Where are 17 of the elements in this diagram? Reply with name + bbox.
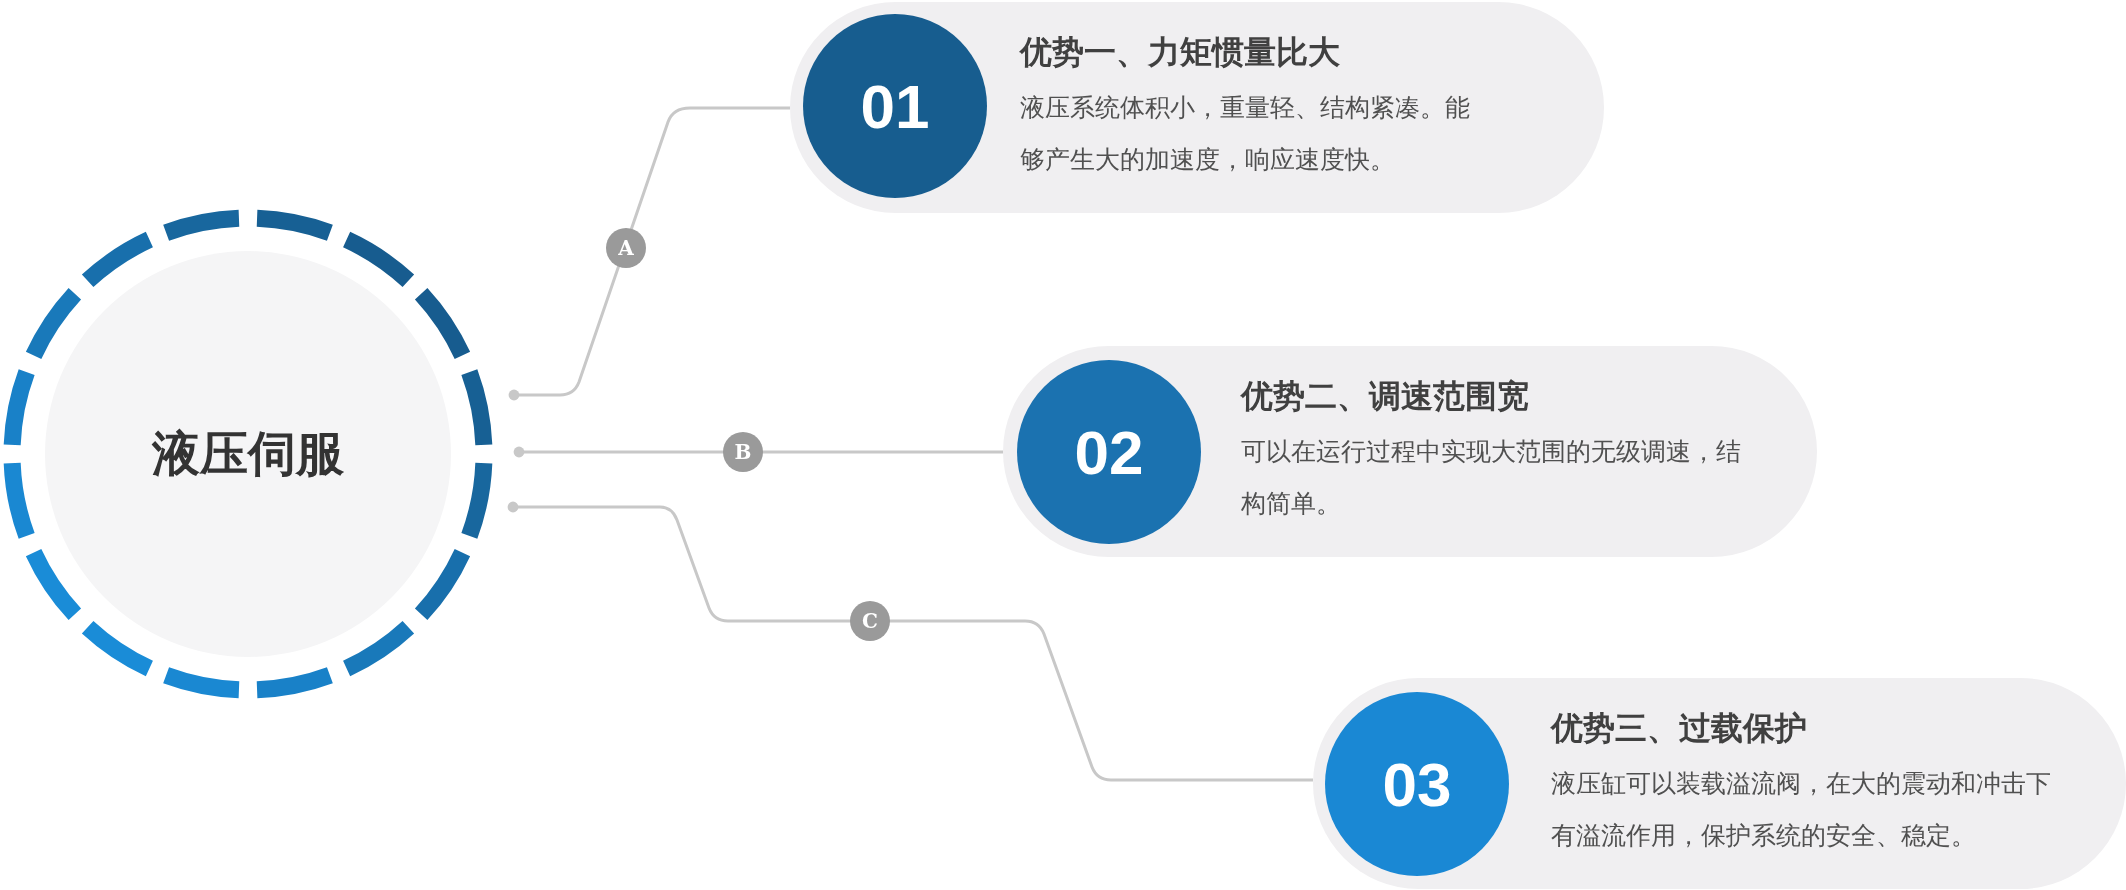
number-badge: 03 (1325, 692, 1509, 876)
info-pill (1313, 678, 2126, 889)
number-badge: 01 (803, 14, 987, 198)
description-text: 液压系统体积小，重量轻、结构紧凑。能够产生大的加速度，响应速度快。 (1020, 92, 1471, 176)
heading: 优势一、力矩惯量比大 (1020, 32, 1340, 72)
center-circle: 液压伺服 (45, 251, 451, 657)
description-text: 液压缸可以装载溢流阀，在大的震动和冲击下有溢流作用，保护系统的安全、稳定。 (1551, 768, 2052, 852)
number-badge: 02 (1017, 360, 1201, 544)
edge-label: B (723, 432, 763, 472)
edge-label: A (606, 228, 646, 268)
heading: 优势二、调速范围宽 (1241, 376, 1529, 416)
connector-line (513, 446, 1003, 458)
heading: 优势三、过载保护 (1551, 708, 1807, 748)
connector-line (508, 106, 790, 401)
description-text: 可以在运行过程中实现大范围的无级调速，结构简单。 (1241, 436, 1742, 520)
connector-line (507, 501, 1313, 782)
edge-label: C (850, 601, 890, 641)
